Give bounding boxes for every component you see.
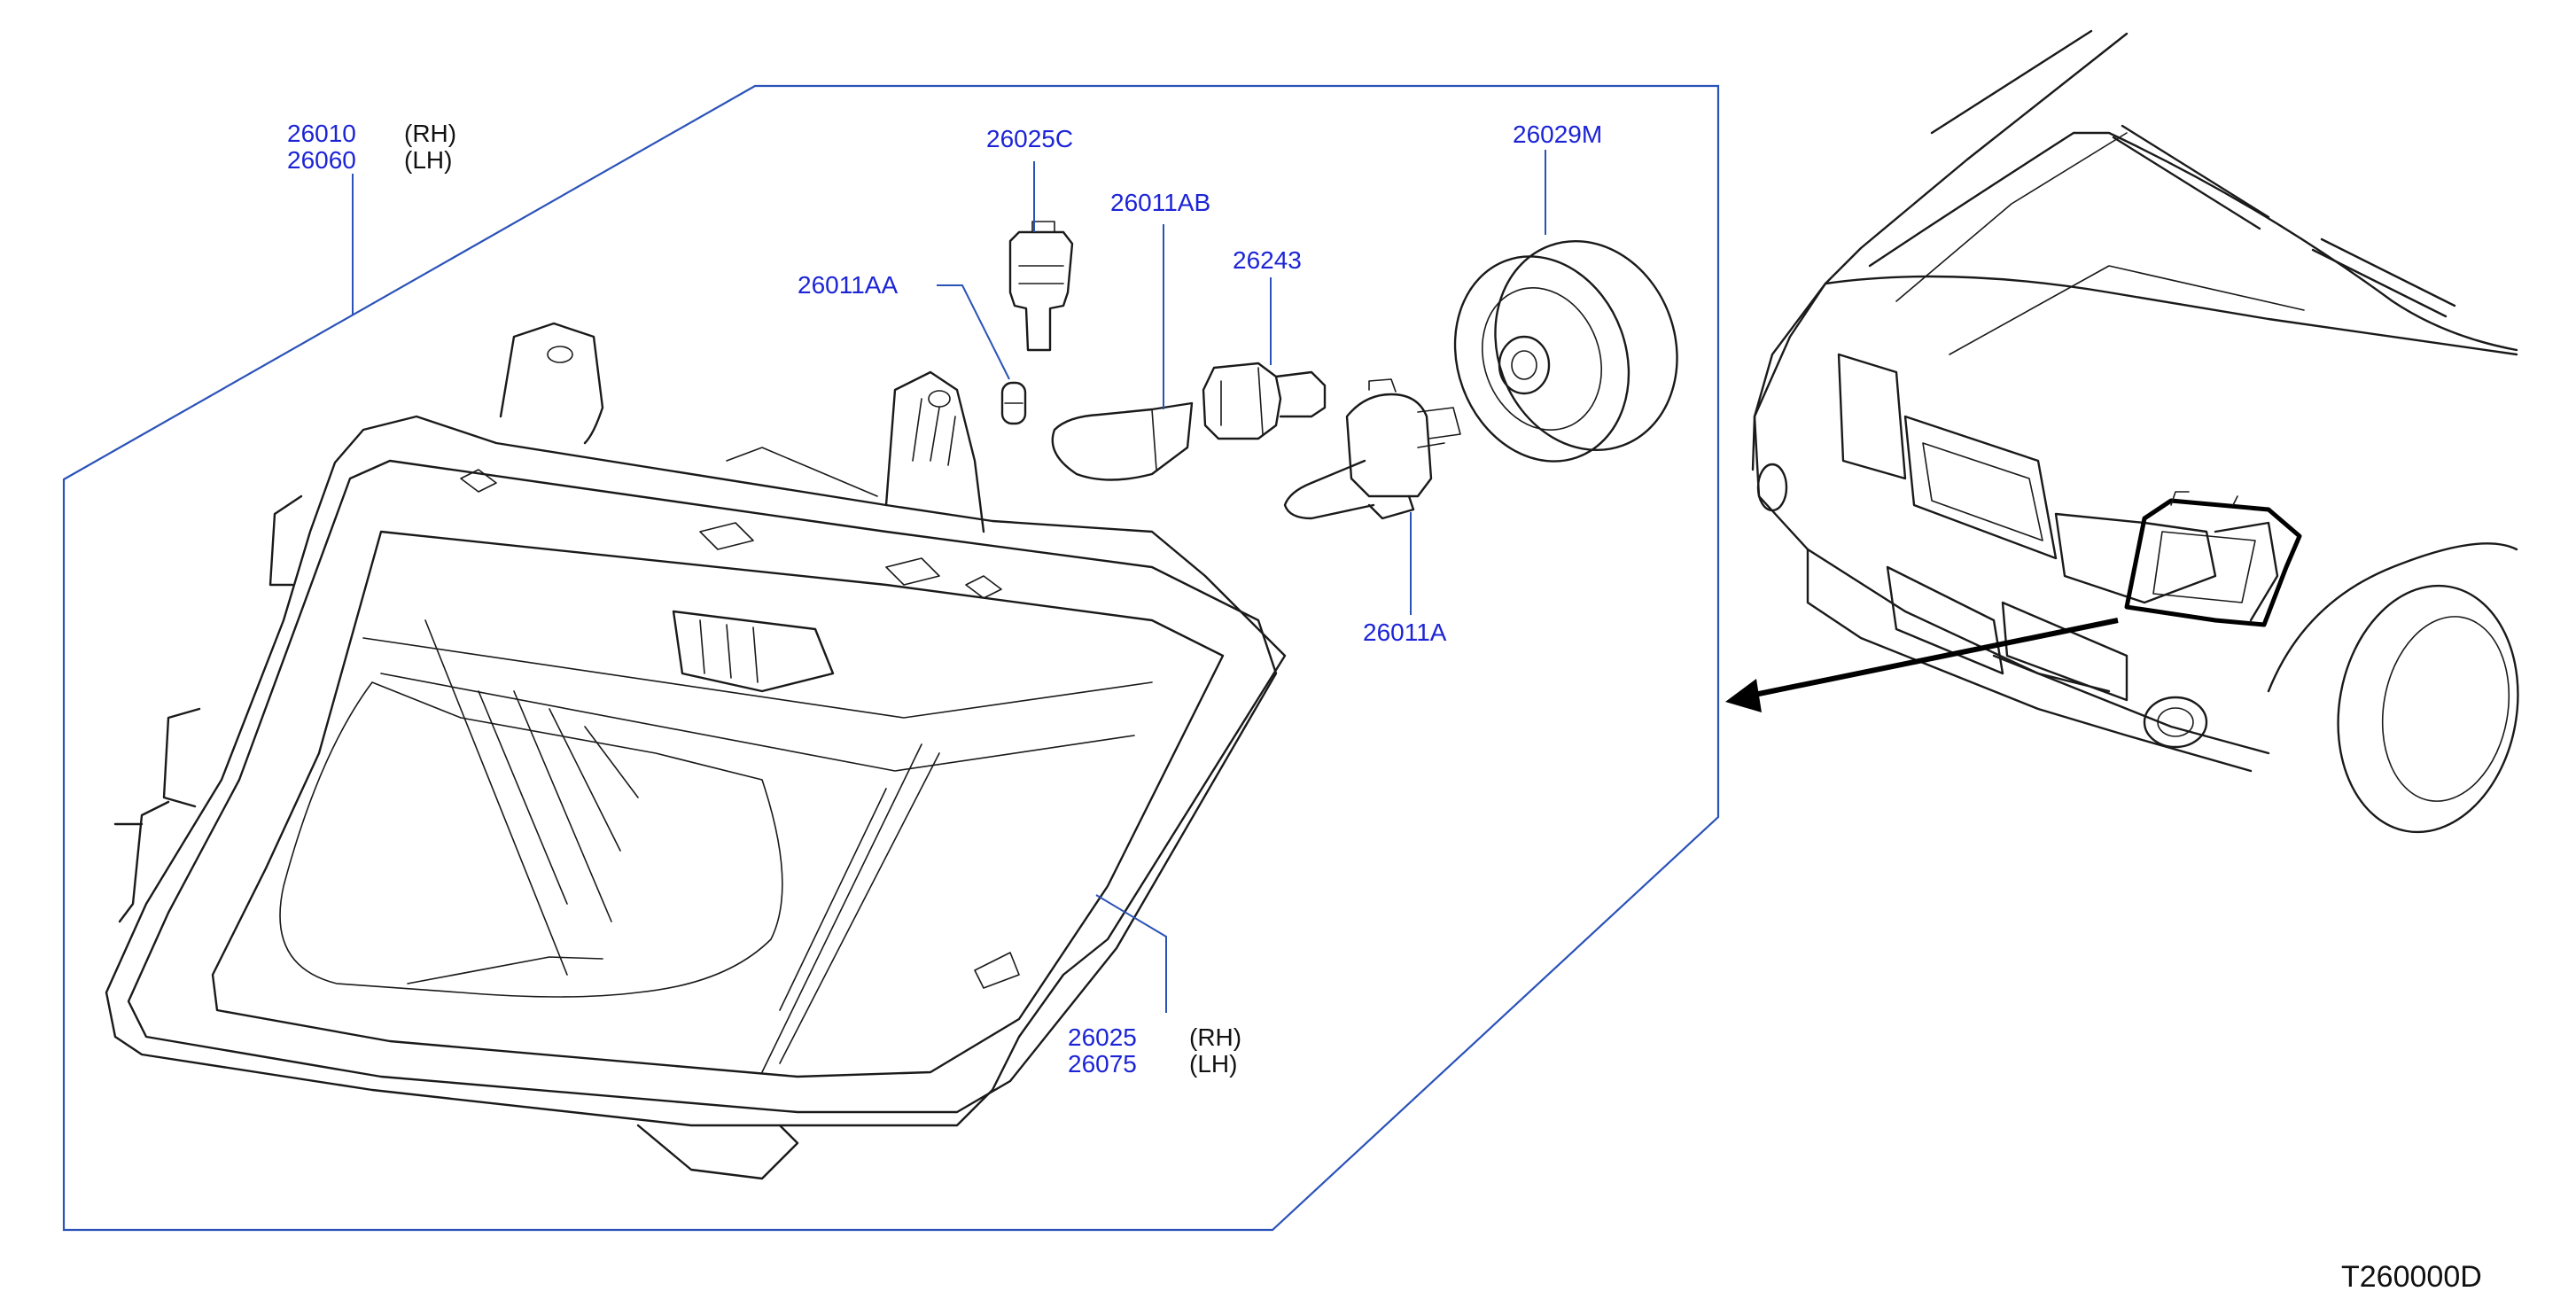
part-number-26029m: 26029M	[1513, 121, 1602, 148]
part-number-26010: 26010	[287, 120, 356, 147]
side-label-lh-26075: (LH)	[1189, 1050, 1237, 1078]
part-number-26025c: 26025C	[986, 125, 1073, 152]
side-label-rh: (RH)	[404, 120, 456, 147]
vehicle-headlamp-highlight	[2124, 491, 2302, 627]
bulb-26011aa-drawing	[1000, 381, 1027, 425]
figure-code: T260000D	[2341, 1260, 2482, 1294]
bulb-26011a-drawing	[1283, 378, 1461, 520]
part-number-26025: 26025	[1068, 1023, 1137, 1051]
vehicle-front-drawing	[1751, 29, 2519, 834]
bulb-26011ab-drawing	[1051, 401, 1194, 481]
part-number-26060: 26060	[287, 146, 356, 174]
socket-26025c-drawing	[1008, 221, 1074, 352]
socket-26243-drawing	[1202, 362, 1327, 440]
location-arrow	[1725, 618, 2119, 712]
part-number-26011ab: 26011AB	[1110, 189, 1210, 216]
part-number-26011a: 26011A	[1363, 619, 1447, 646]
leader-lines	[352, 150, 1546, 1013]
part-number-26243: 26243	[1233, 246, 1302, 274]
side-label-lh: (LH)	[404, 146, 452, 174]
part-number-26075: 26075	[1068, 1050, 1137, 1078]
headlamp-assembly-drawing	[105, 322, 1287, 1180]
exploded-view-frame	[62, 84, 1720, 1232]
side-label-rh-26025: (RH)	[1189, 1023, 1241, 1051]
part-number-26011aa: 26011AA	[798, 271, 898, 299]
cap-26029m-drawing	[1453, 239, 1678, 463]
leader-26011aa	[937, 284, 1010, 380]
leader-26025	[1095, 894, 1167, 1013]
